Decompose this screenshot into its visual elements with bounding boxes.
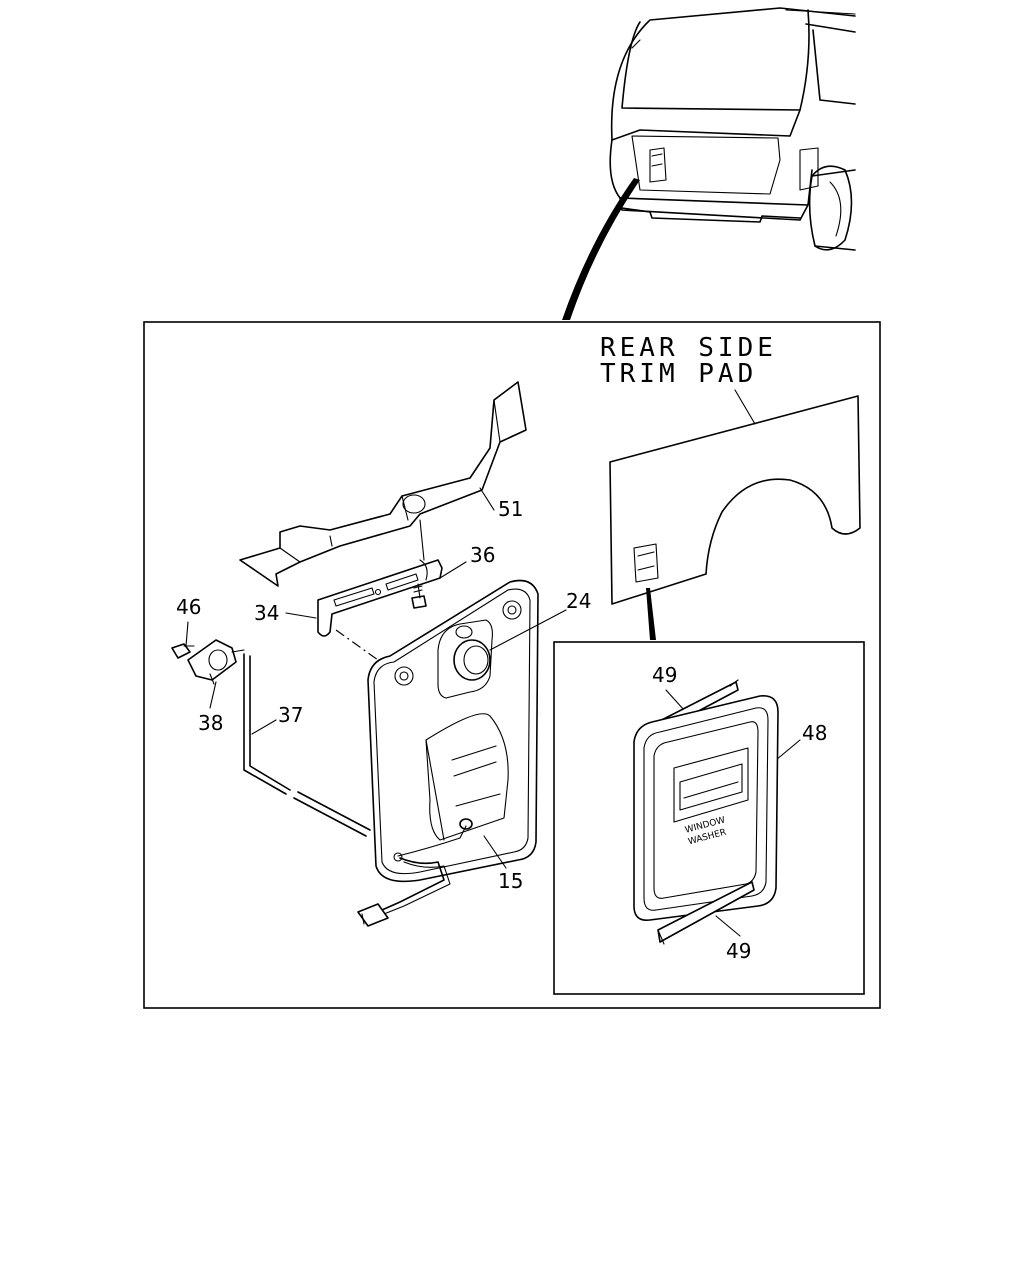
bracket-51	[239, 381, 527, 587]
callout-46: 46	[176, 595, 201, 619]
panel-title-line2: TRIM PAD	[600, 359, 757, 389]
bolt-36	[411, 583, 427, 609]
bracket-34	[317, 559, 443, 661]
nozzle-38	[187, 639, 245, 685]
panel-title-line1: REAR SIDE	[600, 333, 777, 363]
vehicle-rear-view	[562, 7, 856, 320]
inset-lid-assembly	[633, 679, 779, 945]
rear-side-trim-pad	[609, 395, 861, 640]
callout-34: 34	[254, 601, 279, 625]
callout-24: 24	[566, 589, 591, 613]
detail-frame	[143, 321, 881, 1009]
callout-36: 36	[470, 543, 495, 567]
callout-49-top: 49	[652, 663, 677, 687]
hose-37	[243, 653, 371, 837]
bolt-46	[171, 643, 195, 659]
callout-leaders	[185, 487, 801, 937]
callout-51: 51	[498, 497, 523, 521]
callout-49-bottom: 49	[726, 939, 751, 963]
inset-frame	[553, 641, 865, 995]
callout-38: 38	[198, 711, 223, 735]
washer-tank	[367, 579, 539, 883]
callout-48: 48	[802, 721, 827, 745]
wire-harness	[357, 857, 451, 927]
title-leader-line	[734, 389, 756, 425]
callout-37: 37	[278, 703, 303, 727]
callout-15: 15	[498, 869, 523, 893]
